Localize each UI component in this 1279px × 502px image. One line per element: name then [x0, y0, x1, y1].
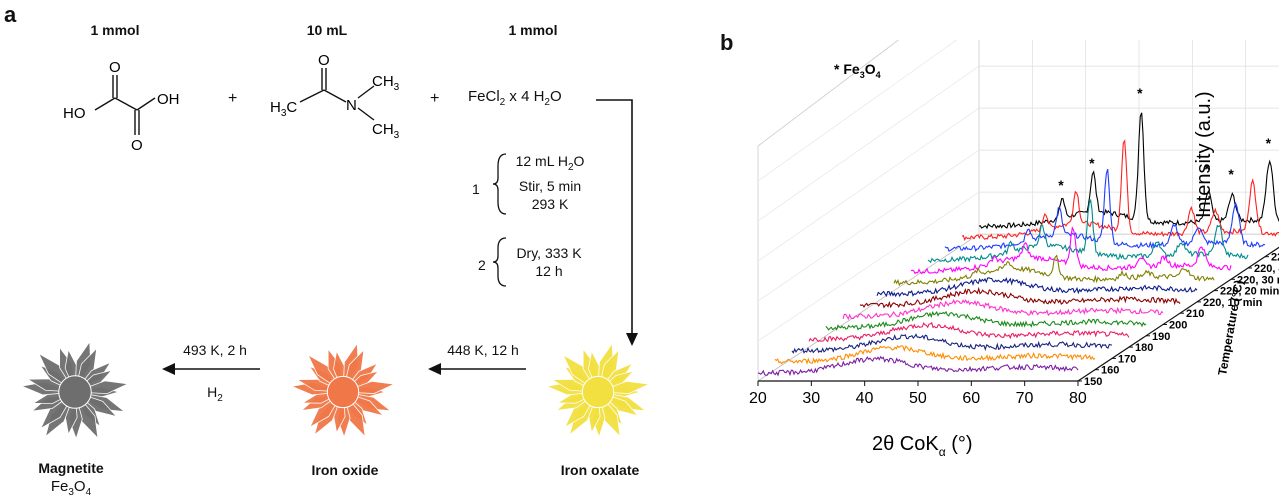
z-tick-label: 220, 30 min	[1237, 274, 1279, 286]
iron-oxalate-particle-image	[545, 342, 651, 439]
z-tick-label: 220, 20 min	[1220, 286, 1279, 298]
grid-line	[757, 149, 980, 302]
grid-line	[757, 40, 958, 182]
z-tick-label: 170	[1118, 353, 1136, 365]
xrd-trace	[774, 345, 1096, 365]
xrd-trace	[876, 276, 1198, 298]
z-tick-label: 220, 50 min	[1271, 252, 1279, 264]
ch3-group-bottom: CH3	[372, 121, 400, 141]
reduction-arrow	[162, 363, 260, 375]
step2-number: 2	[478, 257, 486, 273]
iron-oxide-particle-image	[290, 342, 396, 439]
y-axis-label: Intensity (a.u.)	[1193, 91, 1215, 218]
calcination-arrow	[428, 363, 526, 375]
legend-fe3o4: * Fe3O4	[834, 61, 881, 80]
xrd-trace	[893, 254, 1215, 287]
o-atom-bottom: O	[131, 137, 143, 154]
xrd-trace	[910, 225, 1232, 275]
reduction-condition: 493 K, 2 h	[183, 342, 247, 358]
x-tick-label: 80	[1069, 390, 1087, 407]
hydrogen-atmosphere: H2	[207, 384, 223, 404]
fe3o4-peak-marker: *	[1204, 161, 1210, 177]
z-tick-label: 220, 10 min	[1203, 297, 1263, 309]
step2-bracket	[492, 237, 507, 287]
z-tick-label: 160	[1101, 365, 1119, 377]
particle-core	[58, 375, 92, 409]
z-tick-label: 220, 40 min	[1254, 263, 1279, 275]
iron-oxide-label: Iron oxide	[311, 462, 379, 478]
z-tick-label: 190	[1152, 331, 1170, 343]
xrd-trace	[927, 198, 1249, 264]
xrd-trace	[944, 168, 1266, 252]
grid-line	[757, 191, 980, 342]
calcination-condition: 448 K, 12 h	[447, 342, 519, 358]
x-tick-label: 60	[962, 390, 980, 407]
panel-a-label: a	[4, 2, 17, 27]
step1-number: 1	[472, 181, 480, 197]
oxalic-acid-amount: 1 mmol	[90, 22, 140, 38]
reaction-path-arrow	[596, 99, 638, 346]
particle-petals	[290, 342, 396, 439]
floor-edge	[757, 233, 980, 382]
dimethylacetamide-structure: H3C O N CH3 CH3	[270, 52, 400, 141]
plus-sign-2: +	[430, 90, 440, 107]
magnetite-label: Magnetite	[38, 460, 104, 476]
fe3o4-peak-marker: *	[1266, 135, 1272, 151]
oxalic-acid-structure: HO OH O O	[63, 59, 180, 154]
fe3o4-peak-marker: *	[1228, 166, 1234, 182]
particle-core	[326, 375, 360, 409]
grid-line	[757, 65, 980, 222]
n-atom: N	[346, 97, 357, 114]
xrd-trace	[842, 298, 1164, 321]
ho-atom: HO	[63, 105, 86, 122]
grid-line	[757, 107, 980, 262]
step2-conditions: Dry, 333 K 12 h	[516, 245, 582, 279]
iron-oxalate-label: Iron oxalate	[560, 462, 640, 478]
z-tick-label: 180	[1135, 342, 1153, 354]
fecl2-amount: 1 mmol	[508, 22, 558, 38]
step1-conditions: 12 mL H2O Stir, 5 min 293 K	[515, 153, 585, 212]
xrd-trace	[961, 139, 1279, 242]
x-tick-label: 20	[749, 390, 767, 407]
carbonyl-o: O	[318, 52, 330, 69]
xrd-trace	[859, 286, 1181, 309]
h3c-group: H3C	[270, 99, 297, 119]
particle-petals	[20, 340, 130, 440]
panel-b-label: b	[720, 30, 734, 55]
xrd-trace	[808, 321, 1130, 343]
plus-sign-1: +	[228, 90, 238, 107]
step1-bracket	[492, 153, 507, 215]
xrd-trace	[757, 355, 1079, 377]
o-atom-top: O	[109, 59, 121, 76]
xrd-3d-plot: ******* 20304050607080150160170180190200…	[749, 40, 1279, 459]
x-tick-label: 30	[802, 390, 820, 407]
left-wall-top	[757, 40, 900, 147]
oh-atom: OH	[157, 91, 180, 108]
z-tick-label: 200	[1169, 320, 1187, 332]
x-axis-label: 2θ CoKα (°)	[872, 433, 973, 459]
back-wall	[978, 40, 1279, 235]
xrd-trace	[791, 333, 1113, 354]
dma-amount: 10 mL	[306, 22, 348, 38]
z-tick-label: 210	[1186, 308, 1204, 320]
magnetite-particle-image	[20, 340, 130, 440]
fe3o4-peak-marker: *	[1137, 85, 1143, 101]
x-tick-label: 40	[856, 390, 874, 407]
fecl2-formula: FeCl2 x 4 H2O	[468, 88, 562, 108]
fe3o4-peak-marker: *	[1058, 177, 1064, 193]
z-tick-label: 150	[1084, 376, 1102, 388]
xrd-trace	[825, 310, 1147, 331]
particle-core	[581, 375, 615, 409]
z-axis-line	[1077, 246, 1279, 382]
xrd-trace	[978, 112, 1279, 230]
x-tick-label: 50	[909, 390, 927, 407]
fe3o4-peak-marker: *	[1089, 155, 1095, 171]
ch3-group-top: CH3	[372, 73, 400, 93]
magnetite-formula: Fe3O4	[50, 478, 92, 498]
particle-petals	[545, 342, 651, 439]
x-tick-label: 70	[1016, 390, 1034, 407]
